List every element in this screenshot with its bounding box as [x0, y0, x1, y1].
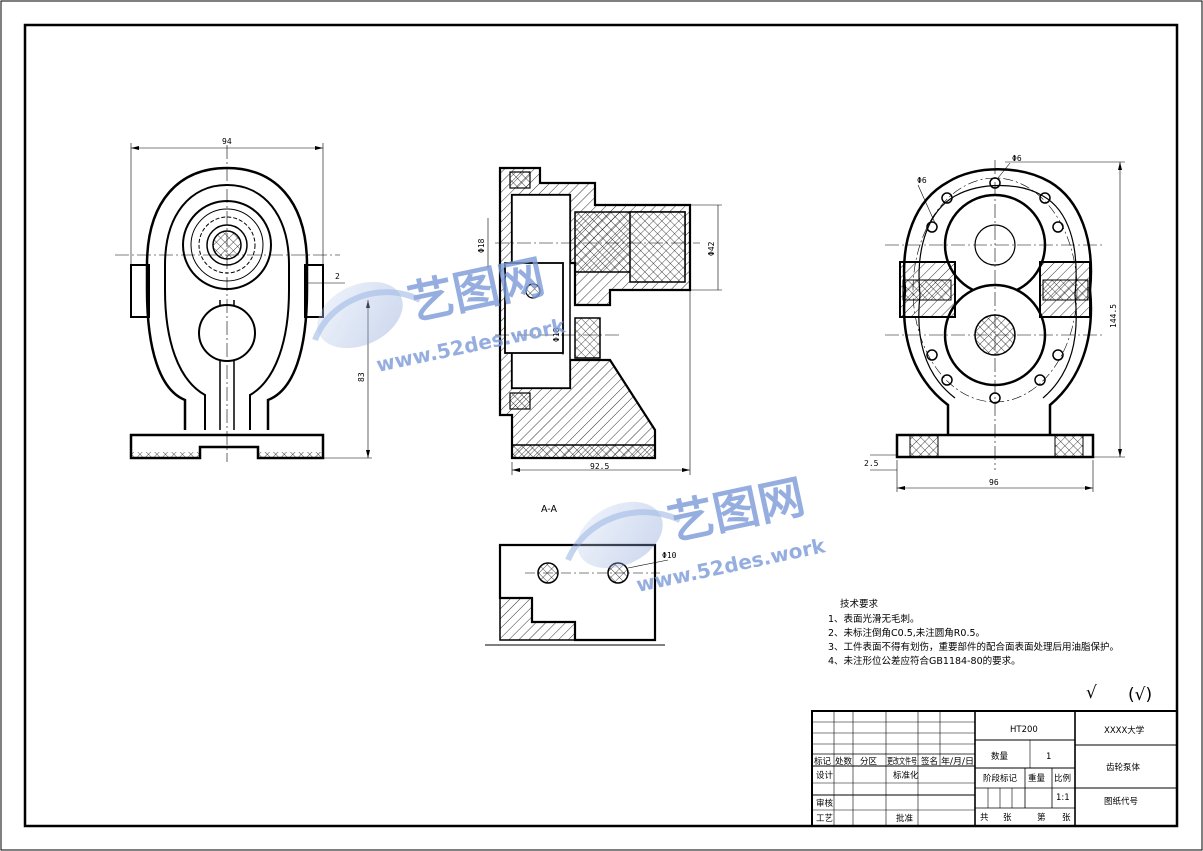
- tb-standard: 标准化: [893, 770, 919, 781]
- dim-side-length: 92.5: [590, 462, 609, 471]
- dim-right-hole-top: Φ6: [1012, 154, 1022, 163]
- tb-design: 设计: [816, 770, 834, 781]
- watermark-2: 艺图网 www.52des.work: [565, 469, 828, 597]
- tb-header-count: 处数: [835, 756, 853, 767]
- tb-drawing-no: 图纸代号: [1104, 796, 1138, 807]
- watermark-url-2: www.52des.work: [634, 533, 828, 597]
- tb-material: HT200: [1010, 725, 1038, 735]
- dim-side-lower-bore: Φ18: [552, 327, 561, 342]
- tb-header-mark: 标记: [814, 756, 832, 767]
- tech-requirements: 技术要求 1、表面光滑无毛刺。 2、未标注倒角C0.5,未注圆角R0.5。 3、…: [828, 598, 1119, 667]
- tb-header-sign: 签名: [921, 756, 938, 767]
- side-section-view: [487, 166, 722, 475]
- dim-front-width: 94: [222, 137, 232, 146]
- tb-sheet-unit-2: 张: [1062, 813, 1071, 823]
- tb-header-date: 年/月/日: [941, 756, 974, 767]
- roughness-symbol: √: [1086, 683, 1097, 703]
- tb-part-name: 齿轮泵体: [1106, 762, 1141, 773]
- tb-sheets-total: 共: [980, 813, 989, 823]
- tb-header-doc-no: 更改文件号: [887, 756, 917, 767]
- dim-right-hole-left: Φ6: [917, 176, 927, 185]
- tb-approve: 批准: [896, 813, 914, 824]
- drawing-border: [23, 23, 1179, 828]
- title-block-text: HT200 XXXX大学 齿轮泵体 图纸代号 数量 1 阶段标记 重量 比例 1…: [814, 725, 1145, 824]
- tech-item-1: 1、表面光滑无毛刺。: [828, 613, 920, 625]
- tb-scale-value: 1:1: [1056, 793, 1070, 803]
- watermark-name-2: 艺图网: [663, 469, 809, 551]
- tb-sheet-no: 第: [1037, 812, 1046, 823]
- tb-weight-label: 重量: [1028, 773, 1046, 784]
- dim-right-base: 2.5: [864, 459, 879, 468]
- right-view: [870, 160, 1125, 492]
- roughness-bracket: (√): [1128, 685, 1152, 705]
- dim-front-height: 83: [357, 372, 366, 382]
- tb-process: 工艺: [816, 814, 833, 824]
- tb-sheet-unit-1: 张: [1003, 813, 1012, 823]
- tech-item-2: 2、未标注倒角C0.5,未注圆角R0.5。: [828, 627, 985, 639]
- dim-front-slot: 2: [335, 272, 340, 281]
- dim-section-hole: Φ10: [662, 551, 677, 560]
- tech-item-4: 4、未注形位公差应符合GB1184-80的要求。: [828, 655, 1021, 667]
- tb-review: 审核: [816, 798, 834, 809]
- tb-scale-label: 比例: [1054, 773, 1071, 784]
- front-view: [115, 143, 372, 462]
- tech-title: 技术要求: [840, 598, 879, 610]
- tb-quantity-label: 数量: [991, 751, 1009, 762]
- dim-side-shaft-dia: Φ42: [707, 241, 716, 256]
- dim-side-bore: Φ18: [477, 238, 486, 253]
- tb-stage-label: 阶段标记: [983, 773, 1018, 784]
- section-a-a: [485, 543, 669, 646]
- dim-right-height: 144.5: [1109, 304, 1118, 328]
- tb-quantity-value: 1: [1046, 752, 1051, 762]
- tb-school: XXXX大学: [1104, 725, 1145, 736]
- title-block: [811, 710, 1178, 827]
- tb-header-zone: 分区: [860, 757, 878, 767]
- tech-item-3: 3、工件表面不得有划伤，重要部件的配合面表面处理后用油脂保护。: [828, 641, 1119, 653]
- section-label: A-A: [541, 504, 558, 515]
- dim-right-width: 96: [989, 478, 999, 487]
